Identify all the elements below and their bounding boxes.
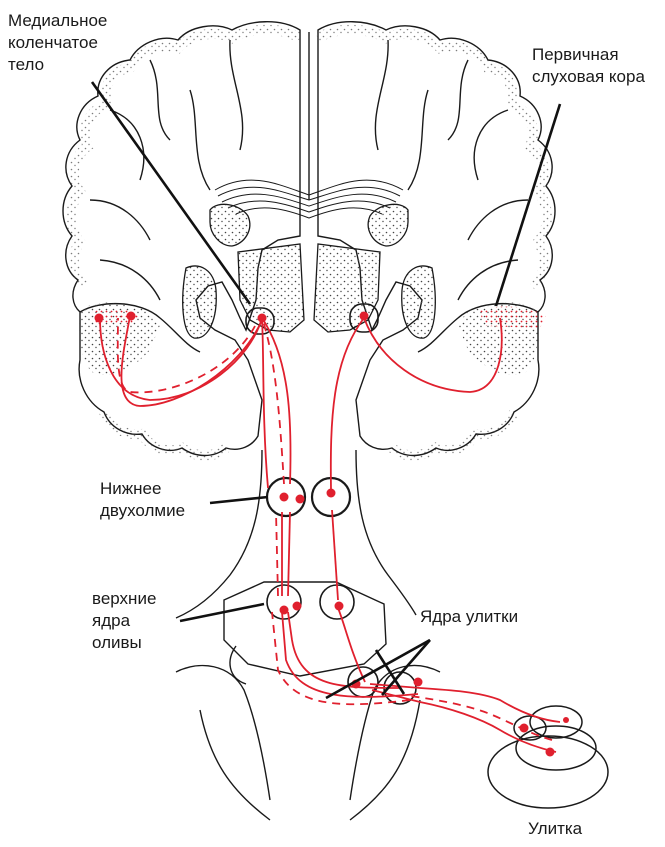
brainstem-outline [176,450,440,820]
label-cochlea: Улитка [528,818,582,840]
label-medial-geniculate: Медиальное коленчатое тело [8,10,107,76]
auditory-pathways [100,316,560,752]
label-cochlear-nuclei: Ядра улитки [420,606,518,628]
label-superior-olive: верхние ядра оливы [92,588,156,654]
cerebrum-outline [63,22,555,456]
nuclei-circles [267,478,350,516]
basal-ganglia-stipple [79,204,538,375]
label-primary-auditory-cortex: Первичная слуховая кора [532,44,645,88]
label-inferior-colliculus: Нижнее двухолмие [100,478,185,522]
pathway-nodes [95,312,570,757]
